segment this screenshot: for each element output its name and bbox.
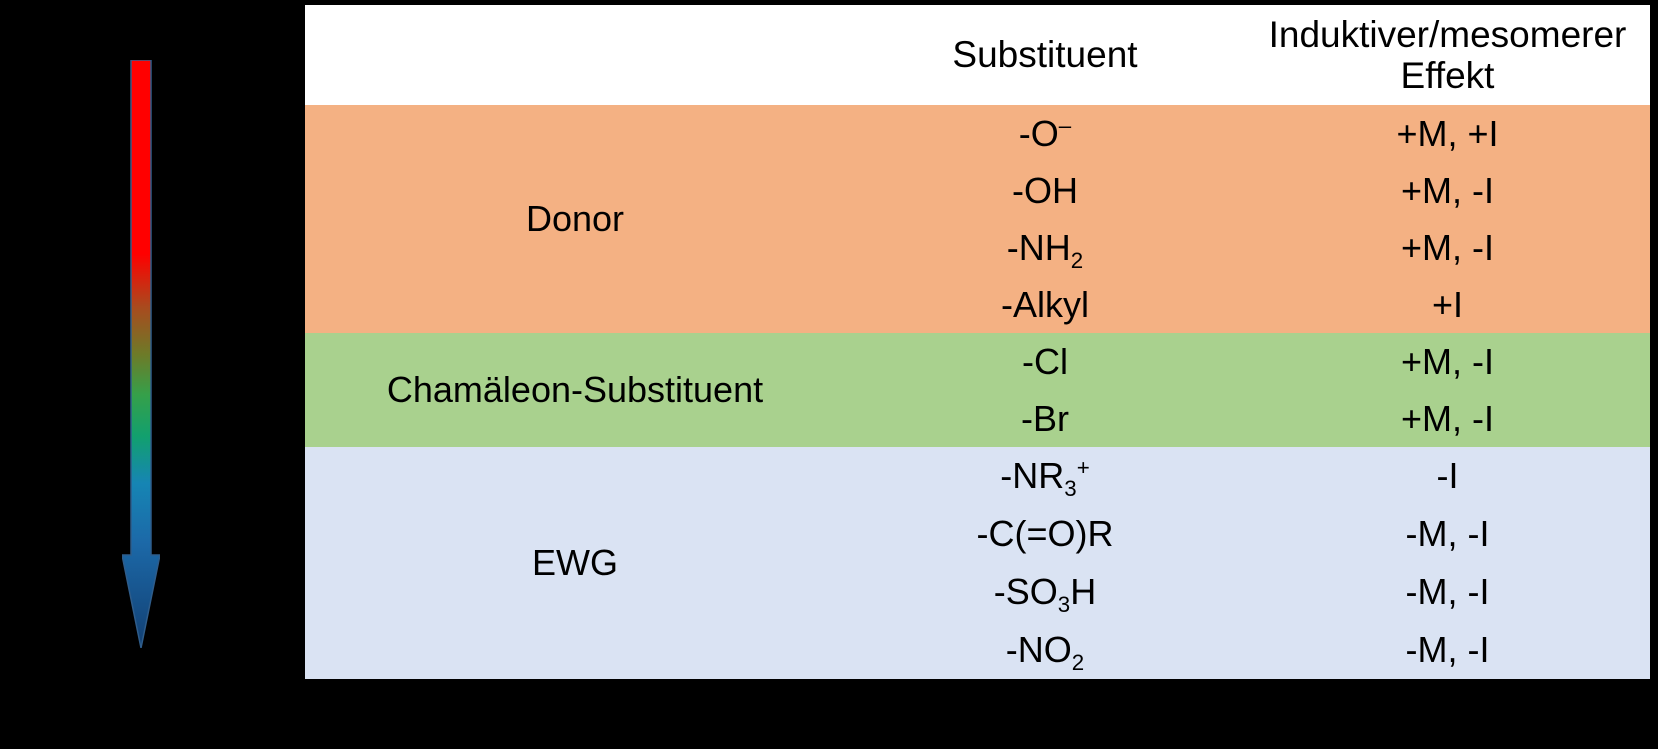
header-substituent-cell: Substituent <box>845 5 1245 105</box>
table-row: -C(=O)R -M, -I <box>305 505 1650 563</box>
table-row: Chamäleon-Substituent -Cl +M, -I <box>305 333 1650 447</box>
effect-cell: +I <box>1245 276 1650 333</box>
table-header-row: Substituent Induktiver/mesomerer Effekt <box>305 5 1650 105</box>
effect-cell: -M, -I <box>1245 563 1650 621</box>
group-label-ewg: EWG <box>305 447 845 679</box>
substituent-text: -SO <box>993 571 1058 612</box>
charge-superscript: + <box>1076 455 1090 480</box>
table-row: -NH2 +M, -I <box>305 219 1650 276</box>
substituent-cell: -C(=O)R <box>845 505 1245 563</box>
substituent-cell: -Br <box>845 390 1245 447</box>
table-row: -OH +M, -I <box>305 162 1650 219</box>
effect-cell: -M, -I <box>1245 505 1650 563</box>
substituent-cell: -NH2 <box>845 219 1245 276</box>
substituent-text: -Alkyl <box>1001 283 1089 325</box>
header-effect-line1: Induktiver/mesomerer <box>1268 13 1627 55</box>
count-subscript: 2 <box>1070 247 1084 273</box>
table-row: -NO2 -M, -I <box>305 621 1650 679</box>
substituent-text: -C(=O)R <box>976 513 1114 554</box>
substituent-effect-table: Substituent Induktiver/mesomerer Effekt … <box>305 5 1650 679</box>
header-effect-line2: Effekt <box>1400 55 1495 96</box>
effect-cell: +M, -I <box>1245 390 1650 447</box>
header-effect-cell: Induktiver/mesomerer Effekt <box>1245 5 1650 105</box>
effect-cell: +M, -I <box>1245 219 1650 276</box>
substituent-text: -NH <box>1006 226 1071 268</box>
effect-cell: +M, -I <box>1245 333 1650 390</box>
substituent-cell: -OH <box>845 162 1245 219</box>
substituent-cell: -Alkyl <box>845 276 1245 333</box>
header-class-cell <box>305 5 845 105</box>
table-row: EWG -NR3+ -I <box>305 447 1650 679</box>
strength-gradient-arrow <box>122 60 160 648</box>
table-row: -SO3H -M, -I <box>305 563 1650 621</box>
table-row: -Alkyl +I <box>305 276 1650 333</box>
substituent-cell: -O– <box>845 105 1245 162</box>
count-subscript: 3 <box>1057 592 1071 618</box>
substituent-text: -NR <box>1000 455 1065 496</box>
substituent-text: -Br <box>1021 397 1069 439</box>
substituent-text: -OH <box>1012 169 1078 211</box>
substituent-cell: -SO3H <box>845 563 1245 621</box>
group-label-donor: Donor <box>305 105 845 333</box>
substituent-text: -NO <box>1005 629 1072 670</box>
substituent-cell: -NO2 <box>845 621 1245 679</box>
effect-cell: +M, -I <box>1245 162 1650 219</box>
count-subscript: 3 <box>1064 476 1077 502</box>
charge-superscript: – <box>1058 112 1072 138</box>
substituent-cell: -NR3+ <box>845 447 1245 505</box>
substituent-text: -Cl <box>1022 340 1068 382</box>
effect-cell: -I <box>1245 447 1650 505</box>
substituent-cell: -Cl <box>845 333 1245 390</box>
count-subscript: 2 <box>1071 650 1085 676</box>
table-row: Donor -O– +M, +I <box>305 105 1650 333</box>
arrow-shape <box>122 60 160 648</box>
substituent-suffix: H <box>1070 571 1097 612</box>
table-row: -Br +M, -I <box>305 390 1650 447</box>
effect-cell: +M, +I <box>1245 105 1650 162</box>
substituent-text: -O <box>1018 112 1059 154</box>
effect-cell: -M, -I <box>1245 621 1650 679</box>
group-label-chamaeleon: Chamäleon-Substituent <box>305 333 845 447</box>
